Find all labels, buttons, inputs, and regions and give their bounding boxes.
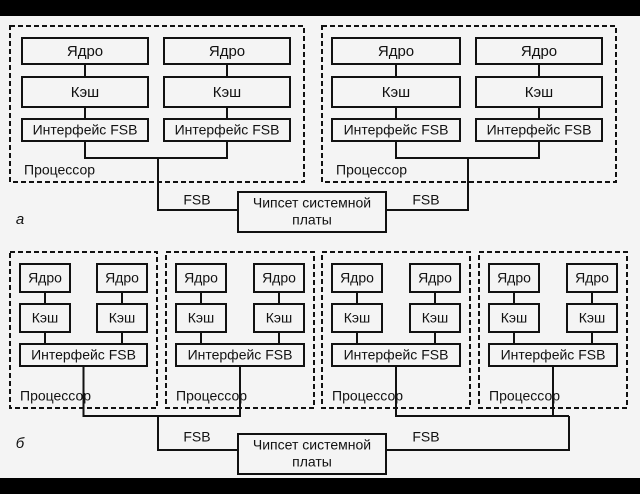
cache-label: Кэш: [188, 310, 215, 326]
processor-label: Процессор: [336, 162, 407, 178]
processor-bus: [395, 141, 540, 159]
cache-box: [21, 76, 149, 108]
fsb-interface-label: Интерфейс FSB: [33, 122, 138, 138]
core-box: [175, 263, 227, 293]
cache-box: [253, 303, 305, 333]
cache-label: Кэш: [109, 310, 136, 326]
core-label: Ядро: [418, 270, 452, 286]
fsb-interface-label: Интерфейс FSB: [175, 122, 280, 138]
fsb-line: [157, 158, 238, 211]
caption-b: б: [16, 435, 25, 452]
cache-box: [331, 303, 383, 333]
core-label: Ядро: [67, 43, 103, 60]
cache-box: [175, 303, 227, 333]
fsb-label: FSB: [183, 192, 210, 208]
caption-a: а: [16, 211, 24, 228]
chipset-box: [237, 191, 387, 233]
core-label: Ядро: [209, 43, 245, 60]
chipset-label: Чипсет системной: [253, 437, 371, 453]
fsb-line: [157, 416, 238, 451]
chipset-label: платы: [292, 454, 332, 470]
fsb-line: [386, 158, 469, 211]
cache-label: Кэш: [213, 84, 241, 101]
processor-label: Процессор: [176, 388, 247, 404]
processor-label: Процессор: [332, 388, 403, 404]
core-box: [488, 263, 540, 293]
cache-box: [488, 303, 540, 333]
core-label: Ядро: [105, 270, 139, 286]
core-label: Ядро: [340, 270, 374, 286]
chipset-label: платы: [292, 212, 332, 228]
cache-box: [19, 303, 71, 333]
fsb-line: [158, 366, 241, 417]
processor-label: Процессор: [20, 388, 91, 404]
core-box: [331, 263, 383, 293]
core-box: [163, 37, 291, 65]
core-box: [19, 263, 71, 293]
core-label: Ядро: [378, 43, 414, 60]
fsb-interface-label: Интерфейс FSB: [344, 347, 449, 363]
core-label: Ядро: [184, 270, 218, 286]
core-box: [566, 263, 618, 293]
chipset-label: Чипсет системной: [253, 195, 371, 211]
cache-label: Кэш: [422, 310, 449, 326]
fsb-label: FSB: [412, 192, 439, 208]
core-box: [253, 263, 305, 293]
cache-label: Кэш: [344, 310, 371, 326]
cache-label: Кэш: [32, 310, 59, 326]
core-label: Ядро: [521, 43, 557, 60]
core-box: [475, 37, 603, 65]
chipset-box: [237, 433, 387, 475]
core-label: Ядро: [575, 270, 609, 286]
core-label: Ядро: [497, 270, 531, 286]
cache-label: Кэш: [382, 84, 410, 101]
cache-label: Кэш: [71, 84, 99, 101]
fsb-label: FSB: [412, 429, 439, 445]
cache-label: Кэш: [501, 310, 528, 326]
processor-label: Процессор: [24, 162, 95, 178]
fsb-interface-label: Интерфейс FSB: [487, 122, 592, 138]
fsb-line: [552, 366, 569, 417]
fsb-line: [395, 366, 569, 417]
fsb-interface-label: Интерфейс FSB: [501, 347, 606, 363]
fsb-line: [386, 416, 570, 451]
cache-box: [409, 303, 461, 333]
core-box: [409, 263, 461, 293]
processor-label: Процессор: [489, 388, 560, 404]
cache-box: [475, 76, 603, 108]
core-label: Ядро: [262, 270, 296, 286]
fsb-label: FSB: [183, 429, 210, 445]
cache-label: Кэш: [579, 310, 606, 326]
cache-label: Кэш: [266, 310, 293, 326]
fsb-line: [82, 366, 158, 417]
core-label: Ядро: [28, 270, 62, 286]
processor-bus: [84, 141, 228, 159]
fsb-interface-label: Интерфейс FSB: [31, 347, 136, 363]
cache-box: [96, 303, 148, 333]
fsb-interface-label: Интерфейс FSB: [188, 347, 293, 363]
fsb-interface-label: Интерфейс FSB: [344, 122, 449, 138]
cache-label: Кэш: [525, 84, 553, 101]
